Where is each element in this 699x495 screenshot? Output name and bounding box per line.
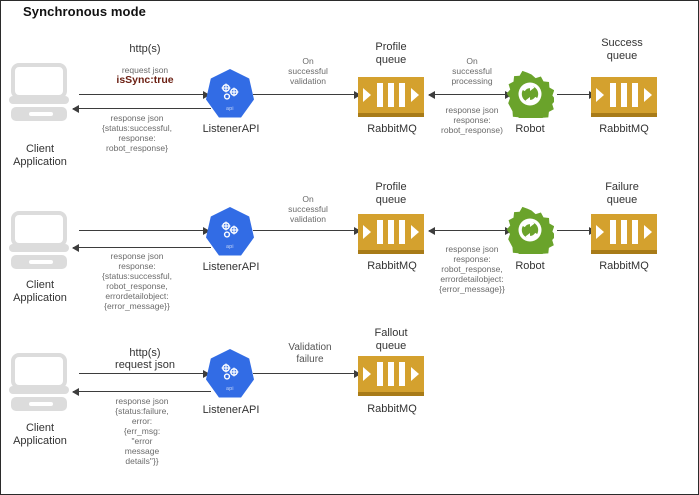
listener-api-label-row3: ListenerAPI	[202, 404, 260, 416]
arrow-client-to-api-row3	[79, 369, 210, 378]
keyboard	[11, 397, 67, 411]
kubernetes-api-icon-row3: api	[206, 349, 254, 399]
listener-api-label-row2: ListenerAPI	[202, 261, 260, 273]
client-application-label-row3: Client Application	[13, 422, 67, 447]
robot-gear-icon-row1	[506, 70, 556, 125]
arrow-api-to-client-row3	[72, 387, 211, 396]
rabbitmq-queue-icon-success-row1	[591, 77, 657, 117]
response-payload-row3: response json {status:failure, error: {e…	[115, 396, 169, 467]
request-kind-row3: request json	[115, 359, 175, 371]
monitor-screen	[11, 353, 67, 389]
request-issync-flag-row1: isSync:true	[116, 74, 174, 86]
robot-response-payload-row1: response json response: robot_response)	[441, 105, 503, 136]
arrow-client-to-api-row1	[79, 90, 210, 99]
monitor-base	[9, 386, 69, 394]
arrow-api-to-queue-row1	[253, 90, 361, 99]
rabbitmq-queue-icon-profile-row2	[358, 214, 424, 254]
client-application-label: Client Application	[13, 143, 67, 168]
arrow-api-to-queue-row2	[253, 226, 361, 235]
profile-queue-tech-row2: RabbitMQ	[367, 260, 417, 272]
api-to-queue-label-row2: On successful validation	[288, 194, 328, 225]
robot-response-payload-row2: response json response: robot_response, …	[439, 244, 505, 295]
client-computer-icon-row2	[9, 211, 71, 269]
response-payload-row1: response json {status:successful, respon…	[102, 113, 172, 154]
arrow-api-to-queue-row3	[253, 369, 361, 378]
failure-queue-tech-row2: RabbitMQ	[599, 260, 649, 272]
monitor-screen	[11, 211, 67, 247]
keyboard	[11, 255, 67, 269]
client-computer-icon	[9, 63, 71, 121]
monitor-base	[9, 244, 69, 252]
api-to-queue-label-row1: On successful validation	[288, 56, 328, 87]
client-application-label-row2: Client Application	[13, 279, 67, 304]
kubernetes-api-icon-row2: api	[206, 207, 254, 257]
arrow-client-to-api-row2	[79, 226, 210, 235]
monitor-screen	[11, 63, 67, 99]
profile-queue-tech-row1: RabbitMQ	[367, 123, 417, 135]
success-queue-tech-row1: RabbitMQ	[599, 123, 649, 135]
monitor-base	[9, 96, 69, 104]
api-glyph-text: api	[226, 386, 234, 392]
arrow-api-to-client-row1	[72, 104, 211, 113]
request-protocol-row1: http(s)	[129, 43, 161, 55]
arrow-queue-robot-row1	[428, 90, 512, 99]
fallout-queue-tech-row3: RabbitMQ	[367, 403, 417, 415]
profile-queue-caption-row1: Profile queue	[375, 41, 407, 66]
listener-api-label-row1: ListenerAPI	[202, 123, 260, 135]
robot-label-row2: Robot	[515, 260, 545, 272]
kubernetes-api-icon: api	[206, 69, 254, 119]
api-glyph-text: api	[226, 244, 234, 250]
arrow-robot-to-success-queue-row1	[557, 90, 596, 99]
arrow-robot-to-failure-queue-row2	[557, 226, 596, 235]
rabbitmq-queue-icon-failure-row2	[591, 214, 657, 254]
robot-gear-icon-row2	[506, 206, 556, 261]
request-kind-row1: request json	[121, 65, 169, 75]
profile-queue-caption-row2: Profile queue	[375, 181, 407, 206]
request-protocol-row3: http(s)	[129, 347, 161, 359]
failure-queue-caption-row2: Failure queue	[605, 181, 639, 206]
fallout-queue-caption-row3: Fallout queue	[374, 327, 408, 352]
success-queue-caption-row1: Success queue	[601, 37, 643, 62]
keyboard	[11, 107, 67, 121]
api-to-queue-label-row3: Validation failure	[288, 342, 332, 365]
response-payload-row2: response json response: {status:successf…	[102, 251, 172, 312]
arrow-api-to-client-row2	[72, 243, 211, 252]
arrow-queue-robot-row2	[428, 226, 512, 235]
page-title: Synchronous mode	[23, 4, 146, 19]
robot-label-row1: Robot	[515, 123, 545, 135]
client-computer-icon-row3	[9, 353, 71, 411]
rabbitmq-queue-icon-profile-row1	[358, 77, 424, 117]
queue-to-robot-label-row1: On successful processing	[451, 56, 493, 87]
api-glyph-text: api	[226, 106, 234, 112]
rabbitmq-queue-icon-fallout-row3	[358, 356, 424, 396]
